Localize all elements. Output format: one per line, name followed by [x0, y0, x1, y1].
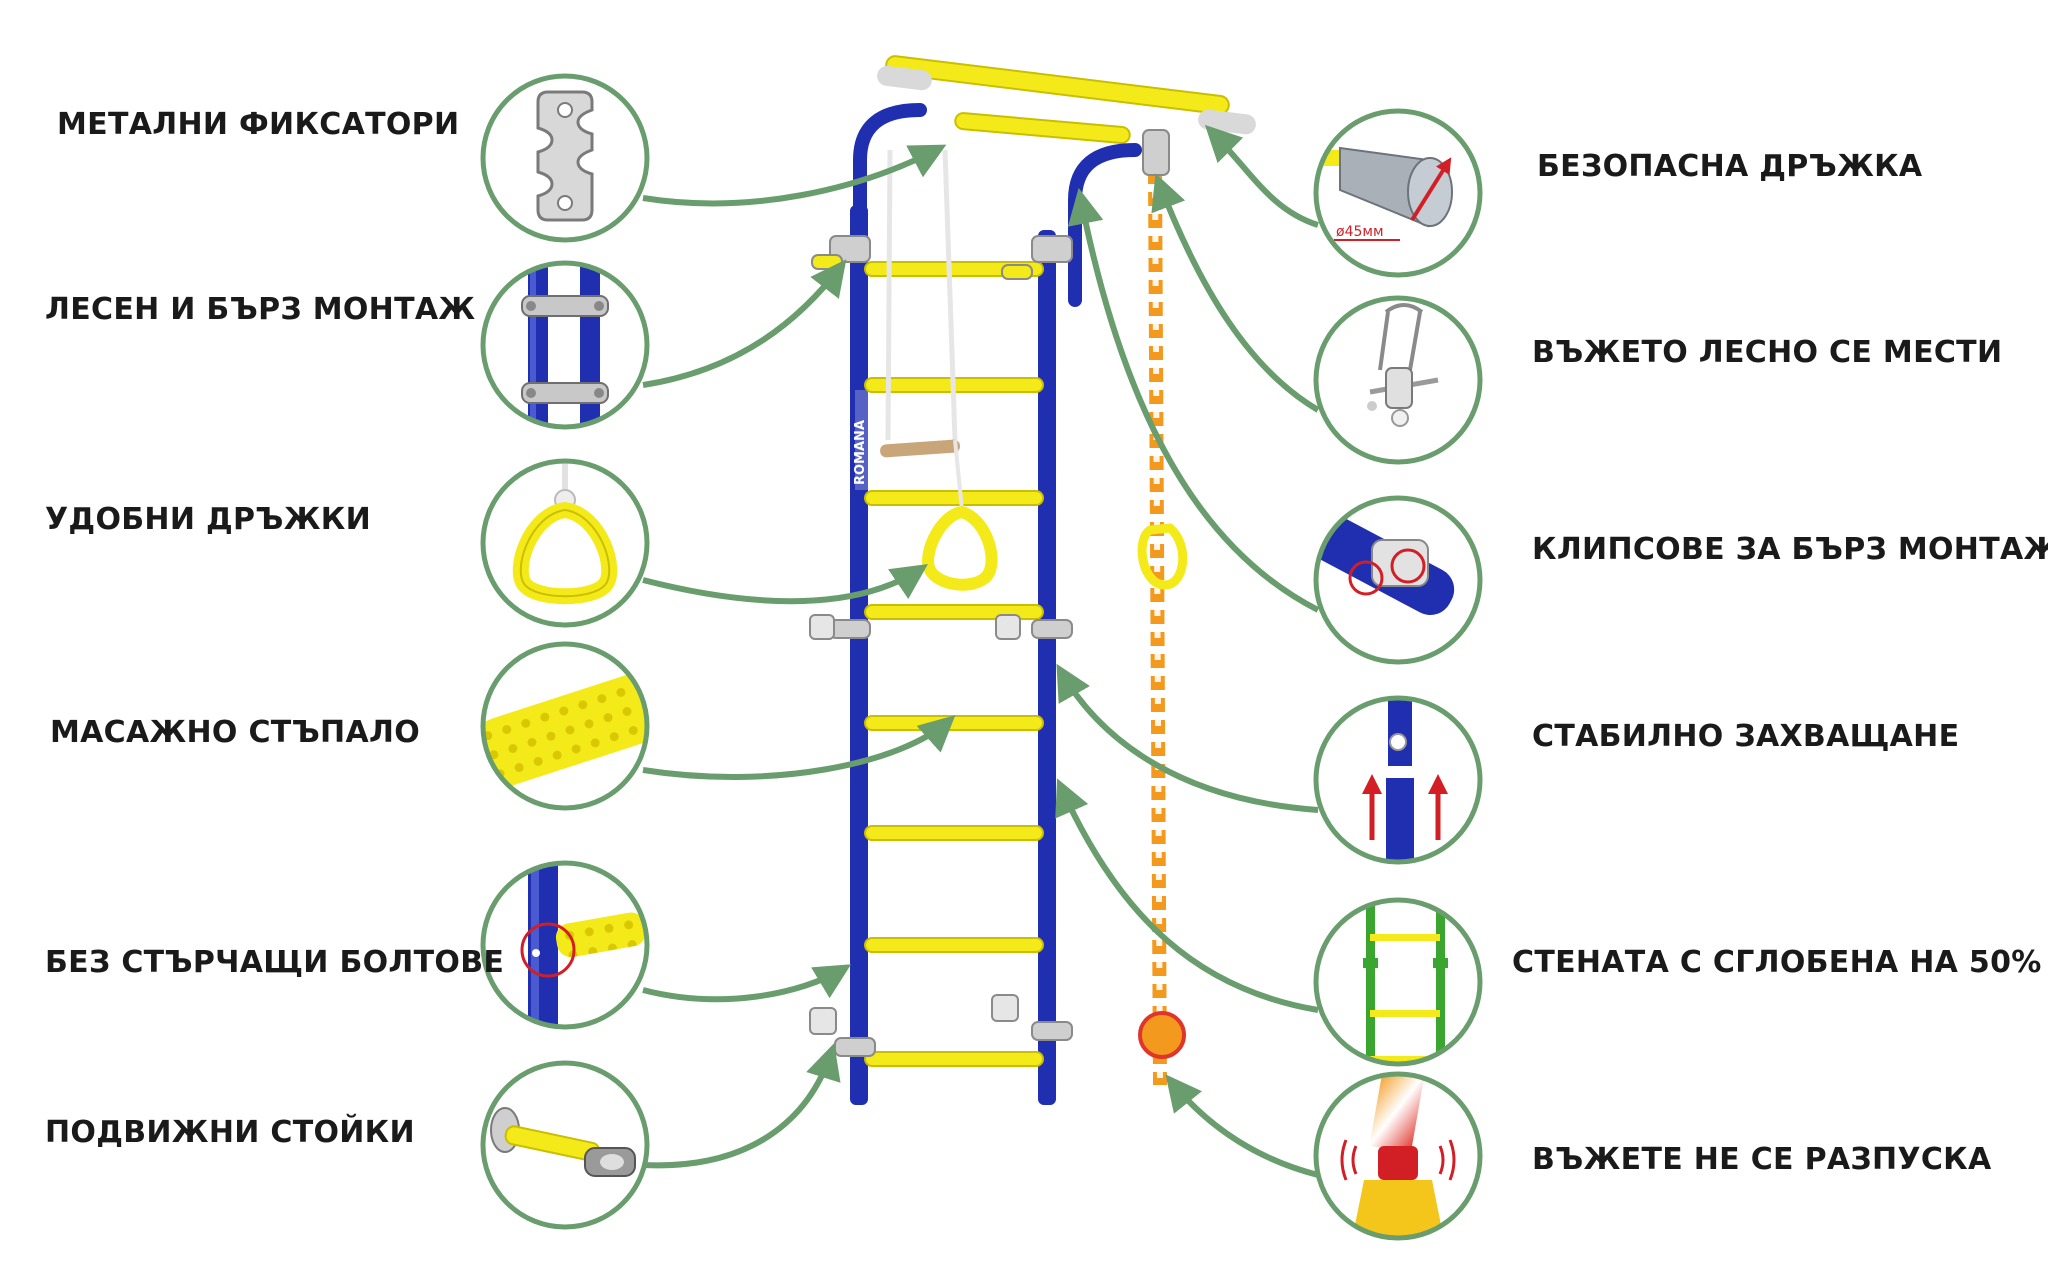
- arrow-metal-fixators: [642, 144, 947, 207]
- clip-icon: [1316, 513, 1455, 615]
- detail-circle-safe-handle: ø45мм: [1313, 108, 1483, 278]
- label-rope-moves: ВЪЖЕТО ЛЕСНО СЕ МЕСТИ: [1532, 335, 2003, 370]
- label-safe-handle: БЕЗОПАСНА ДРЪЖКА: [1537, 149, 1923, 184]
- detail-circle-clips: [1313, 495, 1483, 665]
- left-upright: [850, 205, 868, 1105]
- arrow-rope-knot: [1165, 1074, 1319, 1178]
- left-hook-tube: [853, 103, 927, 307]
- detail-circle-rope-moves: [1313, 295, 1483, 465]
- massage-rung-icon: [483, 673, 647, 787]
- right-upright: [1038, 230, 1056, 1105]
- detail-circle-rope-no-unravel: [1313, 1071, 1483, 1241]
- half-assembled-wall-icon: [1363, 900, 1448, 1064]
- rope-hook-icon: [1367, 303, 1439, 427]
- callout-arrows: [642, 124, 1320, 1178]
- stand-feet: [809, 254, 1033, 1035]
- detail-circle-easy-mount: [480, 260, 650, 430]
- arrow-handles: [642, 563, 928, 605]
- rung: [864, 1051, 1044, 1067]
- gymnastic-ring: [922, 505, 998, 591]
- detail-circle-wall-assembled: [1313, 897, 1483, 1067]
- label-rope-no-unravel: ВЪЖЕТЕ НЕ СЕ РАЗПУСКА: [1532, 1142, 1992, 1177]
- arrow-clips: [1067, 187, 1320, 613]
- label-wall-assembled: СТЕНАТА С СГЛОБЕНА НА 50%: [1512, 945, 2042, 980]
- label-comfortable-handles: УДОБНИ ДРЪЖКИ: [45, 502, 372, 537]
- arrow-safe-handle: [1204, 124, 1319, 228]
- top-bar: [877, 55, 1256, 144]
- detail-circle-no-bolts: [480, 860, 650, 1030]
- label-massage-step: МАСАЖНО СТЪПАЛО: [50, 715, 420, 750]
- mounting-clamps-icon: [521, 263, 609, 427]
- rung: [864, 937, 1044, 953]
- detail-circle-massage-step: [480, 641, 650, 811]
- arrow-no-bolts: [642, 964, 852, 1003]
- movable-stand-icon: [490, 1107, 636, 1177]
- detail-circle-metal-fixators: [480, 73, 650, 243]
- hidden-bolt-icon: [520, 863, 647, 1027]
- detail-circle-stable-grip: [1313, 695, 1483, 865]
- arrow-stable-grip: [1056, 663, 1319, 813]
- label-stable-grip: СТАБИЛНО ЗАХВАЩАНЕ: [1532, 719, 1960, 754]
- stable-grip-arrows-icon: [1362, 698, 1448, 862]
- rung: [864, 825, 1044, 841]
- detail-circle-movable-stands: [480, 1060, 650, 1230]
- diameter-label: ø45мм: [1336, 224, 1384, 240]
- arrow-movable-stands: [642, 1043, 841, 1169]
- metal-fixator-icon: [536, 90, 594, 222]
- gymnastic-ring-icon: [512, 462, 618, 605]
- label-movable-stands: ПОДВИЖНИ СТОЙКИ: [45, 1115, 415, 1150]
- rung: [864, 490, 1044, 506]
- label-clips: КЛИПСОВЕ ЗА БЪРЗ МОНТАЖ: [1532, 532, 2048, 567]
- label-easy-mount: ЛЕСЕН И БЪРЗ МОНТАЖ: [45, 292, 476, 327]
- trapeze: [880, 149, 998, 591]
- arrow-wall-assembled: [1055, 778, 1319, 1013]
- climbing-rope: [1137, 129, 1188, 1086]
- arrow-easy-mount: [642, 259, 847, 388]
- rung: [864, 715, 1044, 731]
- arrow-massage-step: [642, 715, 956, 780]
- brand-label: ROMANA: [853, 420, 868, 485]
- label-no-bolts: БЕЗ СТЪРЧАЩИ БОЛТОВЕ: [45, 945, 505, 980]
- detail-circle-handles: [480, 458, 650, 628]
- wall-bars: ROMANA: [809, 55, 1256, 1105]
- label-metal-fixators: МЕТАЛНИ ФИКСАТОРИ: [57, 107, 460, 142]
- rung: [864, 261, 1044, 277]
- arrow-rope-moves: [1151, 173, 1320, 413]
